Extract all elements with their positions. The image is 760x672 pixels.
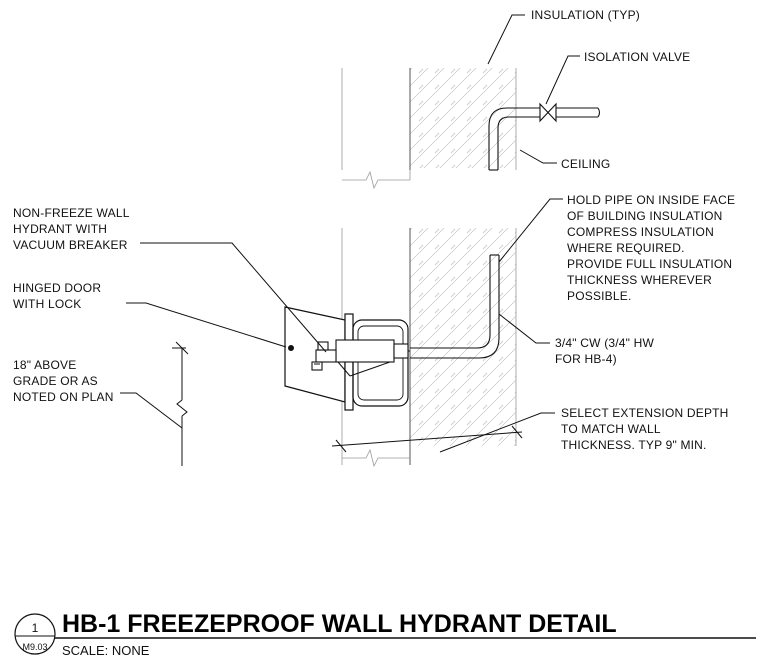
- detail-bubble: [14, 613, 56, 655]
- ceiling-label: CEILING: [561, 157, 610, 171]
- above-grade-note: 18" ABOVE GRADE OR AS NOTED ON PLAN: [13, 358, 114, 404]
- upper-wall-section: [341, 68, 517, 190]
- detail-title: HB-1 FREEZEPROOF WALL HYDRANT DETAIL: [62, 610, 617, 638]
- extension-note: SELECT EXTENSION DEPTH TO MATCH WALL THI…: [561, 406, 732, 452]
- isolation-valve-symbol: [539, 102, 549, 123]
- hold-pipe-note: HOLD PIPE ON INSIDE FACE OF BUILDING INS…: [567, 193, 739, 303]
- svg-text:INSULATION (TYP): INSULATION (TYP): [531, 8, 640, 22]
- wall-hydrant-assembly: [284, 306, 410, 411]
- hinged-door-note: HINGED DOOR WITH LOCK: [13, 281, 105, 311]
- scale-note: SCALE: NONE: [62, 643, 150, 658]
- upper-pipe: [488, 102, 601, 171]
- svg-text:CEILING: CEILING: [561, 157, 610, 171]
- leader-lines: [120, 14, 580, 453]
- grade-dimension: [172, 341, 189, 466]
- vacuum-breaker: [311, 341, 337, 371]
- upper-wall-break: [342, 170, 410, 190]
- door-lock: [288, 345, 294, 351]
- isolation-valve-label: ISOLATION VALVE: [584, 50, 690, 64]
- lower-wall-break: [342, 448, 410, 468]
- svg-text:HB-1 FREEZEPROOF WALL HYDRANT: HB-1 FREEZEPROOF WALL HYDRANT DETAIL: [62, 610, 617, 638]
- extension-dimension-line: [331, 431, 523, 447]
- insulation-label: INSULATION (TYP): [531, 8, 640, 22]
- svg-text:M9.03: M9.03: [22, 642, 47, 652]
- detail-number: 1: [32, 621, 39, 635]
- lower-insulation-hatch: [410, 228, 516, 446]
- non-freeze-hydrant-note: NON-FREEZE WALL HYDRANT WITH VACUUM BREA…: [13, 206, 133, 252]
- sheet-number: M9.03: [22, 642, 47, 652]
- lower-pipe: [410, 254, 500, 359]
- svg-text:ISOLATION VALVE: ISOLATION VALVE: [584, 50, 690, 64]
- pipe-size-note: 3/4" CW (3/4" HW FOR HB-4): [555, 336, 658, 366]
- upper-insulation-hatch: [410, 68, 516, 168]
- hydrant-box: [352, 319, 409, 407]
- title-block: 1 M9.03 HB-1 FREEZEPROOF WALL HYDRANT DE…: [14, 610, 756, 658]
- svg-text:1: 1: [32, 621, 39, 635]
- svg-text:SCALE: NONE: SCALE: NONE: [62, 643, 150, 658]
- hydrant-body: [335, 339, 395, 363]
- lower-wall-section: [331, 228, 523, 468]
